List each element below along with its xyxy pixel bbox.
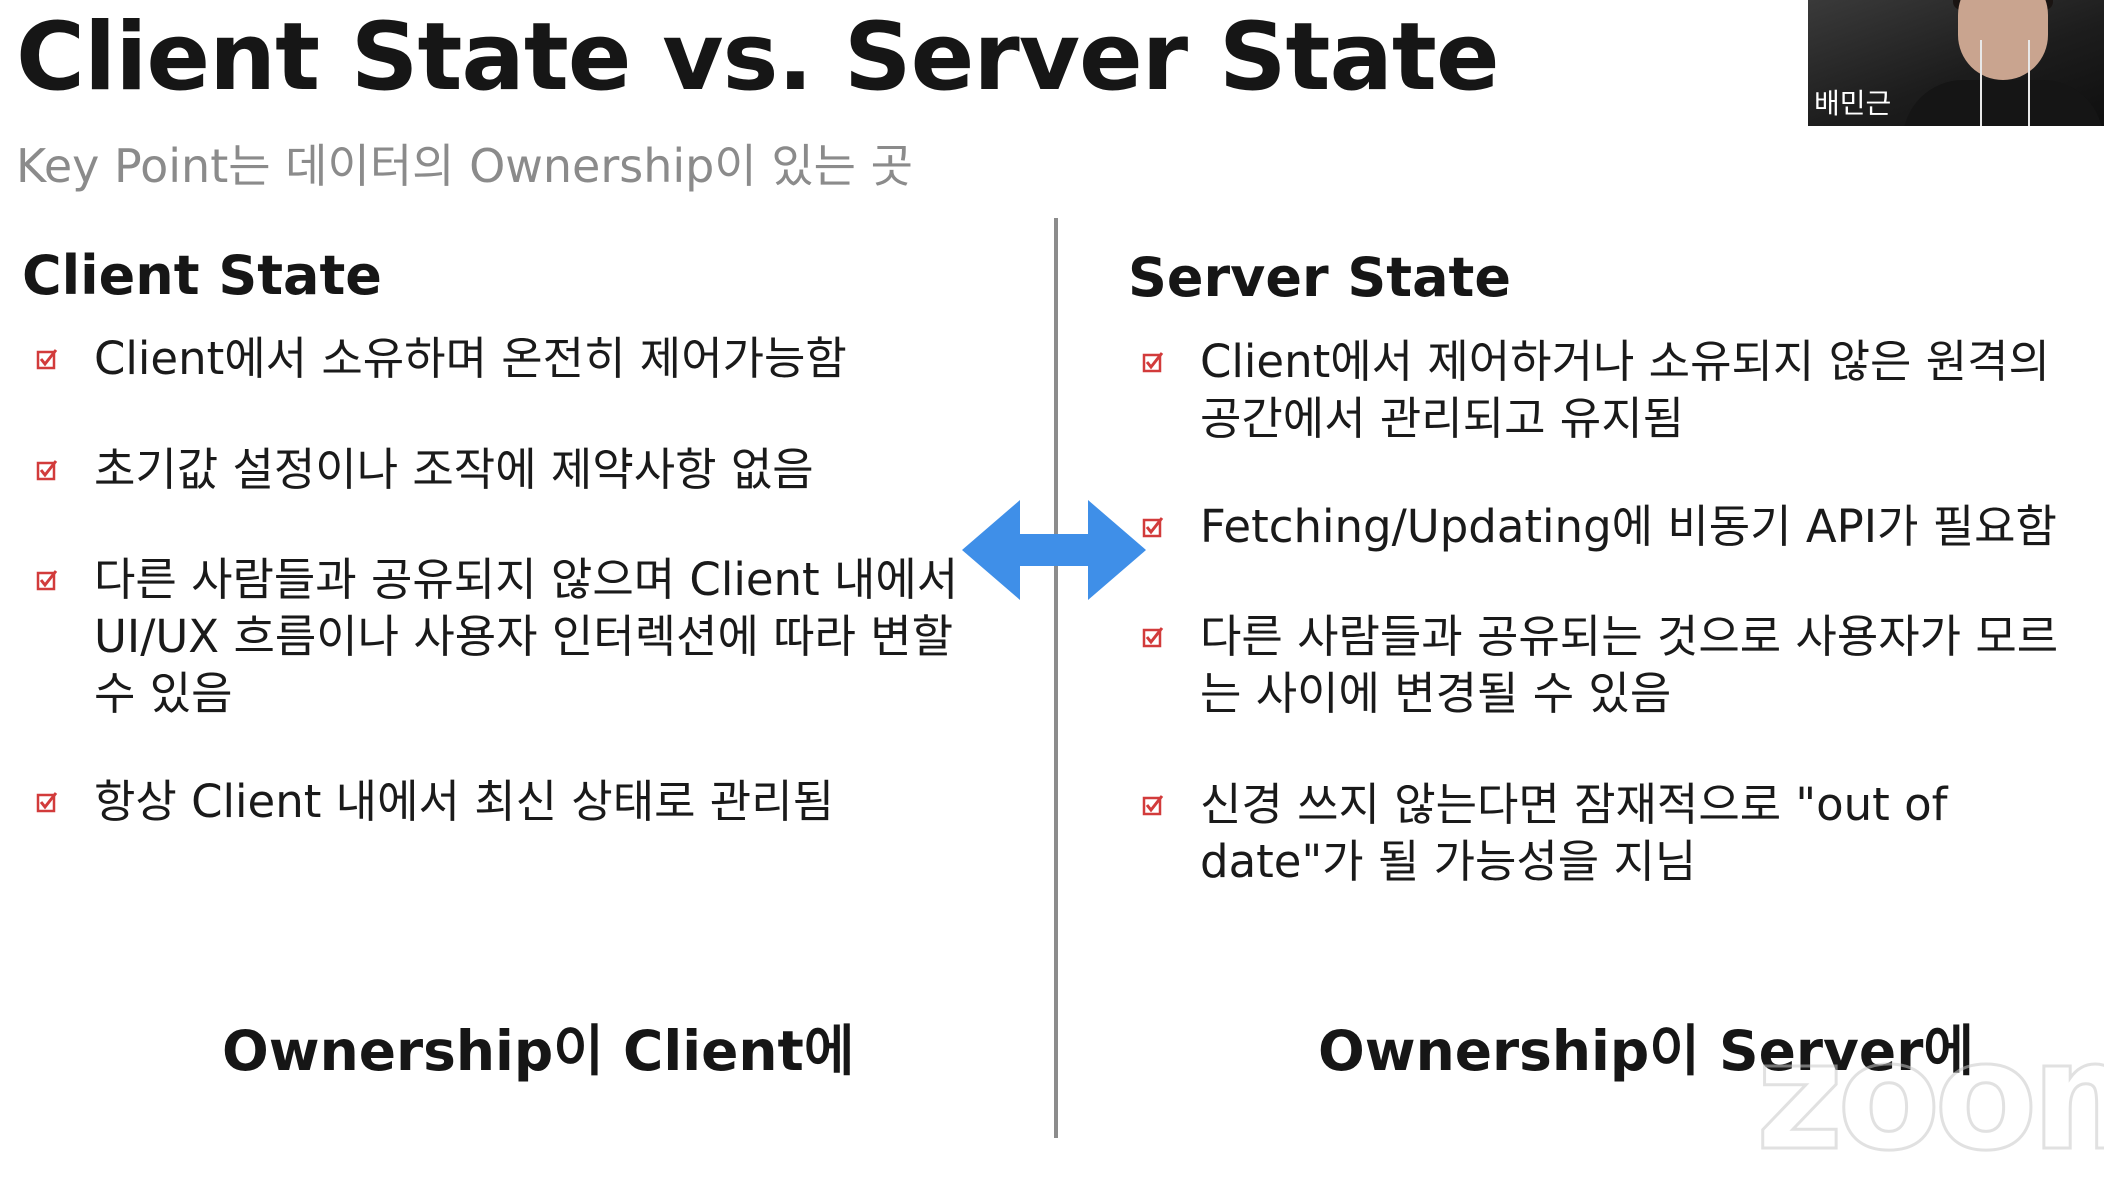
participant-face [1958, 0, 2048, 80]
checkbox-checked-icon [36, 570, 58, 591]
checkbox-checked-icon [1142, 627, 1164, 648]
client-bullet: Client에서 소유하며 온전히 제어가능함 [36, 330, 994, 387]
server-state-heading: Server State [1128, 246, 1511, 309]
checkbox-checked-icon [1142, 517, 1164, 538]
server-bullet: 신경 쓰지 않는다면 잠재적으로 "out of date"가 될 가능성을 지… [1142, 776, 1960, 890]
bullet-text: 다른 사람들과 공유되는 것으로 사용자가 모르는 사이에 변경될 수 있음 [1200, 610, 2059, 720]
bullet-text: 신경 쓰지 않는다면 잠재적으로 "out of date"가 될 가능성을 지… [1200, 778, 1948, 888]
column-divider [1054, 218, 1058, 1138]
checkbox-checked-icon [36, 792, 58, 813]
client-state-heading: Client State [22, 244, 382, 307]
bullet-text: 다른 사람들과 공유되지 않으며 Client 내에서 UI/UX 흐름이나 사… [94, 553, 959, 720]
bullet-text: Client에서 소유하며 온전히 제어가능함 [94, 332, 847, 385]
bullet-text: 항상 Client 내에서 최신 상태로 관리됨 [94, 775, 834, 828]
server-bullet: Client에서 제어하거나 소유되지 않은 원격의 공간에서 관리되고 유지됨 [1142, 333, 2080, 447]
slide-title: Client State vs. Server State [16, 3, 1500, 112]
client-ownership-footer: Ownership이 Client에 [222, 1019, 855, 1083]
checkbox-checked-icon [1142, 795, 1164, 816]
slide-subtitle: Key Point는 데이터의 Ownership이 있는 곳 [16, 139, 913, 193]
double-arrow-icon [962, 500, 1146, 600]
server-ownership-footer: Ownership이 Server에 [1318, 1019, 1974, 1083]
bullet-text: Fetching/Updating에 비동기 API가 필요함 [1200, 500, 2057, 553]
checkbox-checked-icon [36, 460, 58, 481]
server-bullet: Fetching/Updating에 비동기 API가 필요함 [1142, 498, 2080, 555]
zoom-watermark: zoom [1755, 1009, 2104, 1184]
webcam-video[interactable]: 배민근 [1808, 0, 2104, 126]
client-bullet: 초기값 설정이나 조작에 제약사항 없음 [36, 441, 994, 498]
earbud-wire [1980, 40, 1982, 126]
earbud-wire [2028, 40, 2030, 126]
participant-body [1903, 80, 2103, 126]
server-bullet: 다른 사람들과 공유되는 것으로 사용자가 모르는 사이에 변경될 수 있음 [1142, 608, 2080, 722]
bullet-text: 초기값 설정이나 조작에 제약사항 없음 [94, 443, 814, 496]
client-bullet: 다른 사람들과 공유되지 않으며 Client 내에서 UI/UX 흐름이나 사… [36, 551, 974, 722]
checkbox-checked-icon [1142, 352, 1164, 373]
checkbox-checked-icon [36, 349, 58, 370]
bullet-text: Client에서 제어하거나 소유되지 않은 원격의 공간에서 관리되고 유지됨 [1200, 335, 2050, 445]
participant-name: 배민근 [1814, 87, 1892, 120]
client-bullet: 항상 Client 내에서 최신 상태로 관리됨 [36, 773, 994, 830]
